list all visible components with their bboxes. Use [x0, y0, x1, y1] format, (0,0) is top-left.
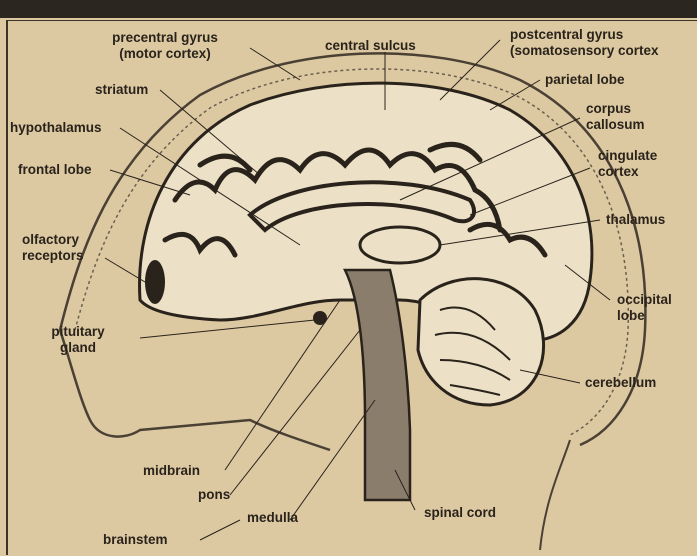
label-cortex: cortex: [598, 164, 639, 179]
label-midbrain: midbrain: [143, 463, 200, 478]
label-cingulate: cingulate: [598, 148, 657, 163]
thalamus-shape: [360, 227, 440, 263]
label-pituitary: pituitary: [28, 324, 128, 339]
label-hypothalamus: hypothalamus: [10, 120, 102, 135]
label-parietal-lobe: parietal lobe: [545, 72, 625, 87]
label-thalamus: thalamus: [606, 212, 665, 227]
label-brainstem: brainstem: [103, 532, 168, 547]
label-striatum: striatum: [95, 82, 148, 97]
label-corpus: corpus: [586, 101, 631, 116]
label-occipital: occipital: [617, 292, 672, 307]
label-frontal-lobe: frontal lobe: [18, 162, 92, 177]
olfactory-bulb: [145, 260, 165, 304]
cerebellum-shape: [418, 279, 544, 405]
label-callosum: callosum: [586, 117, 645, 132]
label-spinal-cord: spinal cord: [424, 505, 496, 520]
brainstem-shape: [345, 270, 410, 500]
label-central-sulcus: central sulcus: [325, 38, 416, 53]
label-pons: pons: [198, 487, 230, 502]
label-gland: gland: [28, 340, 128, 355]
label-receptors: receptors: [22, 248, 84, 263]
label-postcentral-gyrus: postcentral gyrus: [510, 27, 623, 42]
label-medulla: medulla: [247, 510, 298, 525]
label-somatosensory-cortex: (somatosensory cortex: [510, 43, 659, 58]
label-lobe: lobe: [617, 308, 645, 323]
label-motor-cortex: (motor cortex): [80, 46, 250, 61]
label-cerebellum: cerebellum: [585, 375, 656, 390]
neck-line: [540, 440, 570, 550]
label-precentral-gyrus: precentral gyrus: [80, 30, 250, 45]
label-olfactory: olfactory: [22, 232, 79, 247]
